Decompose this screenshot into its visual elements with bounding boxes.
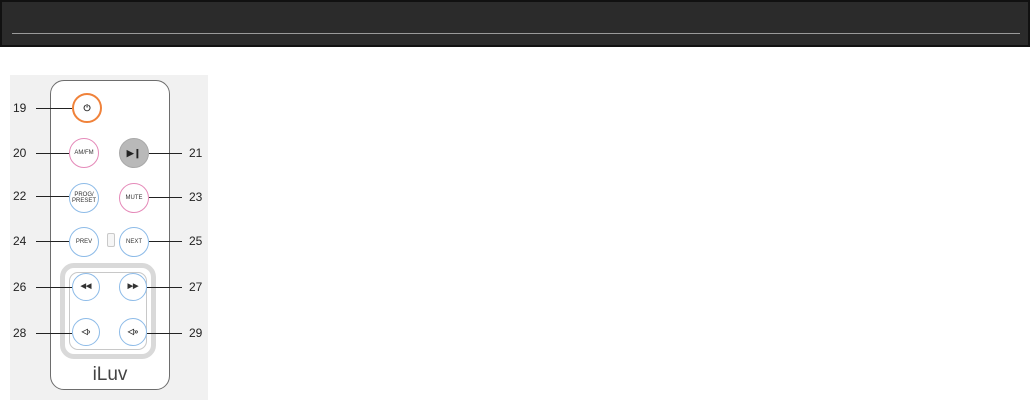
- leader-line-21: [149, 153, 182, 154]
- leader-line-19: [36, 108, 72, 109]
- leader-line-26: [36, 287, 72, 288]
- volume-up-button: ◁»: [119, 318, 147, 346]
- center-switch: [107, 233, 115, 247]
- prog-preset-label: PROG/ PRESET: [72, 192, 96, 204]
- callout-28: 28: [13, 327, 26, 339]
- rewind-button: ◀◀: [72, 273, 100, 301]
- leader-line-27: [147, 287, 182, 288]
- leader-line-24: [36, 241, 69, 242]
- brand-logo-text: iLuv: [50, 364, 170, 386]
- leader-line-22: [36, 196, 69, 197]
- callout-22: 22: [13, 190, 26, 202]
- am-fm-label: AM/FM: [74, 150, 93, 156]
- callout-24: 24: [13, 235, 26, 247]
- next-label: NEXT: [126, 239, 142, 245]
- leader-line-20: [36, 153, 69, 154]
- power-icon: ⏻: [83, 105, 90, 111]
- am-fm-button: AM/FM: [69, 138, 99, 168]
- volume-down-icon: ◁›: [82, 329, 91, 335]
- leader-line-25: [149, 241, 182, 242]
- next-button: NEXT: [119, 227, 149, 257]
- mute-label: MUTE: [126, 195, 143, 201]
- callout-20: 20: [13, 147, 26, 159]
- callout-27: 27: [189, 281, 202, 293]
- callout-19: 19: [13, 102, 26, 114]
- fast-forward-button: ▶▶: [119, 273, 147, 301]
- callout-23: 23: [189, 191, 202, 203]
- volume-up-icon: ◁»: [128, 329, 139, 335]
- prev-label: PREV: [76, 239, 92, 245]
- header-divider: [12, 33, 1020, 34]
- rewind-icon: ◀◀: [81, 284, 92, 290]
- callout-29: 29: [189, 327, 202, 339]
- play-pause-icon: ▶❙: [127, 150, 141, 156]
- leader-line-29: [147, 333, 182, 334]
- prev-button: PREV: [69, 227, 99, 257]
- callout-26: 26: [13, 281, 26, 293]
- play-pause-button: ▶❙: [119, 138, 149, 168]
- power-button: ⏻: [72, 93, 102, 123]
- mute-button: MUTE: [119, 183, 149, 213]
- leader-line-28: [36, 333, 72, 334]
- prog-preset-button: PROG/ PRESET: [69, 183, 99, 213]
- volume-down-button: ◁›: [72, 318, 100, 346]
- fast-forward-icon: ▶▶: [128, 284, 139, 290]
- callout-25: 25: [189, 235, 202, 247]
- leader-line-23: [149, 197, 182, 198]
- callout-21: 21: [189, 147, 202, 159]
- header-bar: [0, 0, 1030, 47]
